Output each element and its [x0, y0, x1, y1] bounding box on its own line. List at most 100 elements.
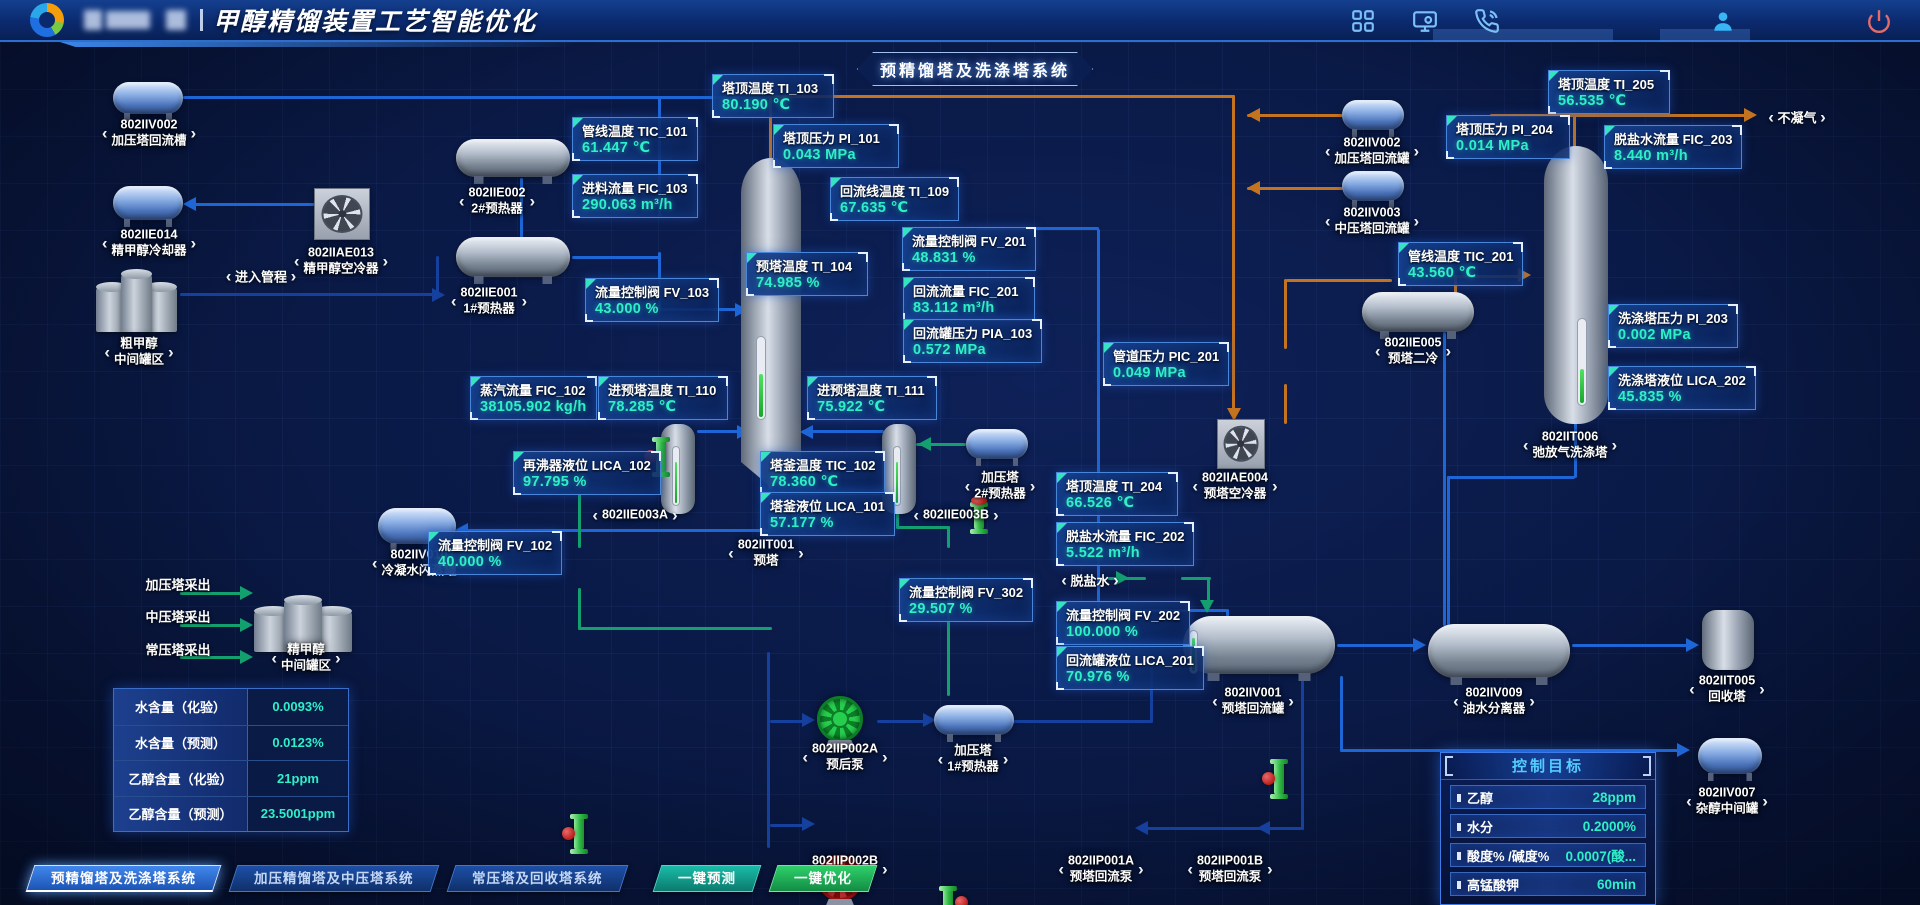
equipment-label-e003b[interactable]: ‹ 802IIE003B › — [913, 505, 999, 525]
sensor-fic202[interactable]: 脱盐水流量 FIC_202 5.522 m³/h — [1056, 522, 1195, 566]
flow-arrow — [800, 425, 813, 439]
power-icon[interactable] — [1866, 8, 1892, 34]
ae004-aircooler-body — [1217, 419, 1265, 469]
sensor-pi101[interactable]: 塔顶压力 PI_101 0.043 MPa — [773, 124, 899, 168]
pipe-segment — [1340, 676, 1343, 752]
e001-vessel-body — [456, 237, 570, 277]
sensor-fic102[interactable]: 蒸汽流量 FIC_102 38105.902 kg/h — [470, 376, 597, 420]
fv302-valve[interactable] — [928, 884, 968, 905]
sensor-ti109[interactable]: 回流线温度 TI_109 67.635 ℃ — [830, 177, 960, 221]
sensor-pi204[interactable]: 塔顶压力 PI_204 0.014 MPa — [1446, 115, 1570, 159]
user-icon[interactable] — [1710, 8, 1736, 34]
sensor-lica202[interactable]: 洗涤塔液位 LICA_202 45.835 % — [1608, 366, 1756, 410]
flow-arrow — [1257, 821, 1270, 835]
sensor-pia103[interactable]: 回流罐压力 PIA_103 0.572 MPa — [903, 319, 1043, 363]
level-gauge-fill — [896, 462, 898, 503]
sensor-ti104[interactable]: 预塔温度 TI_104 74.985 % — [746, 252, 868, 296]
sensor-fic103[interactable]: 进料流量 FIC_103 290.063 m³/h — [572, 174, 698, 218]
v002-left-vessel-body — [113, 82, 183, 114]
sensor-value: 38105.902 kg/h — [480, 399, 587, 415]
sensor-tic201[interactable]: 管线温度 TIC_201 43.560 ℃ — [1398, 242, 1524, 286]
tab-system-2[interactable]: 加压精馏塔及中压塔系统 — [228, 865, 439, 892]
sensor-fv102[interactable]: 流量控制阀 FV_102 40.000 % — [428, 531, 563, 575]
tab-system-3[interactable]: 常压塔及回收塔系统 — [446, 865, 628, 892]
chevron-left-icon: ‹ — [101, 233, 108, 253]
sensor-fv201[interactable]: 流量控制阀 FV_201 48.831 % — [902, 227, 1037, 271]
sensor-lica201[interactable]: 回流罐液位 LICA_201 70.976 % — [1056, 646, 1204, 690]
equipment-label-crude[interactable]: ‹ 粗甲醇中间罐区 › — [104, 336, 174, 366]
equipment-label-refined[interactable]: ‹ 精甲醇中间罐区 › — [271, 642, 341, 672]
sensor-pi203[interactable]: 洗涤塔压力 PI_203 0.002 MPa — [1608, 304, 1738, 348]
sensor-ti110[interactable]: 进预塔温度 TI_110 78.285 ℃ — [598, 376, 728, 420]
monitor-settings-icon[interactable] — [1412, 8, 1438, 34]
pipe-segment — [1284, 279, 1287, 349]
pic201-valve[interactable] — [1262, 757, 1296, 799]
pipe-segment — [572, 256, 660, 259]
sensor-fv302[interactable]: 流量控制阀 FV_302 29.507 % — [899, 578, 1034, 622]
flow-arrow — [1200, 600, 1214, 613]
control-target-label: 水分 — [1467, 819, 1494, 835]
pipe-segment — [896, 526, 950, 529]
fv102-valve[interactable] — [562, 812, 596, 854]
jy2-preheater-vessel — [966, 429, 1028, 466]
header-divider — [200, 9, 203, 31]
tab-system-1[interactable]: 预精馏塔及洗涤塔系统 — [25, 865, 222, 892]
sensor-fv103[interactable]: 流量控制阀 FV_103 43.000 % — [585, 278, 720, 322]
optimize-button[interactable]: 一键优化 — [768, 865, 878, 892]
predict-button[interactable]: 一键预测 — [652, 865, 762, 892]
chevron-left-icon: ‹ — [1522, 435, 1529, 455]
sensor-fic203[interactable]: 脱盐水流量 FIC_203 8.440 m³/h — [1604, 125, 1743, 169]
sensor-tic101[interactable]: 管线温度 TIC_101 61.447 ℃ — [572, 117, 698, 161]
control-target-value: 28ppm — [1592, 789, 1636, 805]
sensor-label: 管线温度 TIC_201 — [1408, 249, 1514, 264]
sensor-value: 67.635 ℃ — [840, 200, 909, 216]
e014-vessel-body — [113, 186, 183, 220]
equipment-label-e003a[interactable]: ‹ 802IIE003A › — [592, 505, 678, 525]
flow-arrow — [1686, 638, 1699, 652]
sensor-ti103[interactable]: 塔顶温度 TI_103 80.190 ℃ — [712, 74, 834, 118]
sensor-pic201[interactable]: 管道压力 PIC_201 0.049 MPa — [1103, 342, 1230, 386]
sensor-tic102[interactable]: 塔釜温度 TIC_102 78.360 ℃ — [760, 451, 886, 495]
p002a-pump-impeller — [817, 696, 863, 742]
sensor-lica102[interactable]: 再沸器液位 LICA_102 97.795 % — [513, 451, 661, 495]
flow-label-caichu2: 中压塔采出 — [145, 609, 211, 625]
sensor-fic201[interactable]: 回流流量 FIC_201 83.112 m³/h — [903, 277, 1035, 321]
phone-icon[interactable] — [1474, 8, 1500, 34]
sensor-label: 管线温度 TIC_101 — [582, 124, 688, 139]
e005-vessel — [1362, 292, 1474, 339]
sensor-lica101[interactable]: 塔釜液位 LICA_101 57.177 % — [760, 492, 895, 536]
sensor-label: 管道压力 PIC_201 — [1113, 349, 1220, 364]
sensor-ti205[interactable]: 塔顶温度 TI_205 56.535 ℃ — [1548, 70, 1670, 114]
sensor-value: 0.049 MPa — [1113, 365, 1186, 381]
sensor-ti204[interactable]: 塔顶温度 TI_204 66.526 ℃ — [1056, 472, 1178, 516]
sensor-fv202[interactable]: 流量控制阀 FV_202 100.000 % — [1056, 601, 1191, 645]
table-row-label: 水含量（化验） — [114, 689, 248, 725]
apps-grid-icon[interactable] — [1350, 8, 1376, 34]
sensor-label: 进预塔温度 TI_111 — [817, 383, 925, 398]
flow-arrow — [240, 618, 253, 632]
t001-pre-column — [741, 158, 801, 490]
sensor-ti111[interactable]: 进预塔温度 TI_111 75.922 ℃ — [807, 376, 937, 420]
chevron-right-icon: › — [521, 291, 528, 311]
chevron-left-icon: ‹ — [371, 553, 378, 573]
